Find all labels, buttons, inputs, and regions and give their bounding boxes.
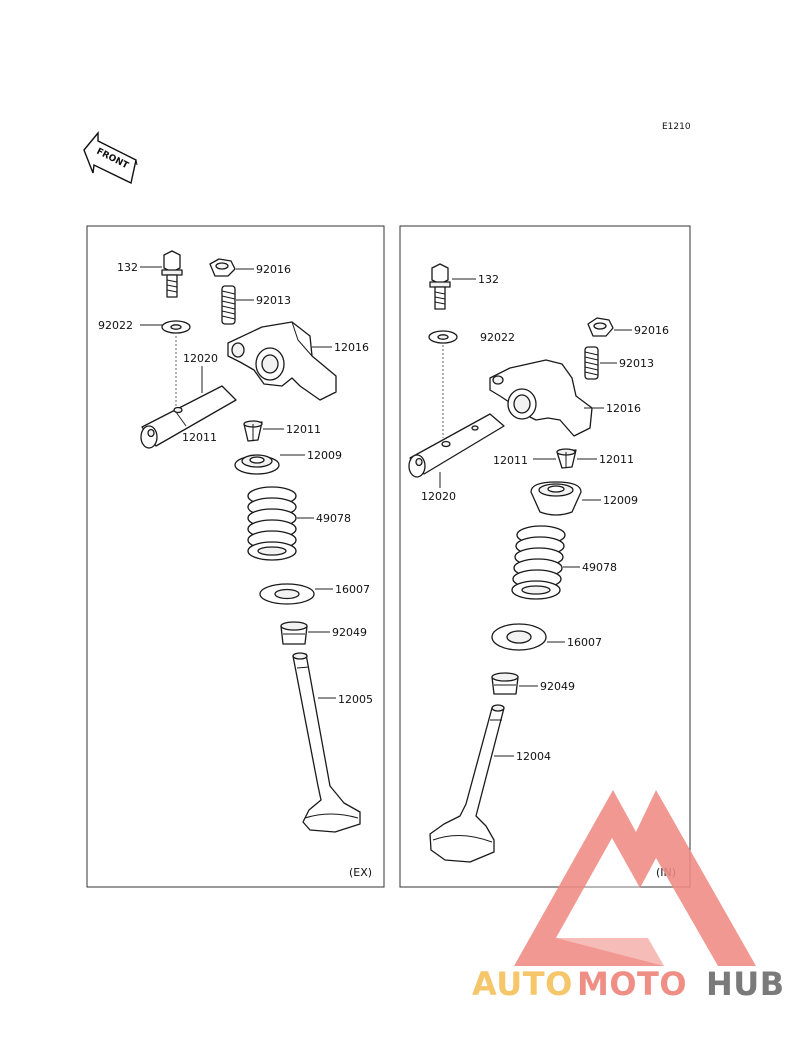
- in-nut: [587, 317, 614, 337]
- in-label-spring: 49078: [582, 561, 617, 574]
- ex-label-seat: 16007: [335, 583, 370, 596]
- exhaust-panel-frame: [86, 225, 385, 888]
- ex-label-rocker-arm: 12016: [334, 341, 369, 354]
- ex-rocker-shaft: [140, 385, 237, 449]
- ex-cotter: [243, 420, 263, 442]
- ex-label-retainer: 12009: [307, 449, 342, 462]
- ex-label-bolt: 132: [117, 261, 138, 274]
- ex-valve-spring: [247, 486, 297, 561]
- ex-label-shaft: 12020: [183, 352, 218, 365]
- intake-panel: 132 92022 92016 92013 12016: [399, 225, 691, 888]
- ex-spring-seat: [259, 583, 315, 605]
- ex-label-adjuster: 92013: [256, 294, 291, 307]
- in-label-adjuster: 92013: [619, 357, 654, 370]
- in-adjuster: [584, 346, 599, 380]
- in-label-cotter-right: 12011: [599, 453, 634, 466]
- in-rocker-arm: [489, 359, 593, 437]
- in-rocker-shaft: [408, 413, 505, 478]
- in-label-retainer: 12009: [603, 494, 638, 507]
- in-label-seat: 16007: [567, 636, 602, 649]
- in-label-washer: 92022: [480, 331, 515, 344]
- ex-bolt: [161, 250, 183, 298]
- brand-part-hub: HUB: [706, 965, 785, 1003]
- in-spring-seat: [491, 623, 547, 651]
- in-cotter: [556, 448, 577, 469]
- ex-label-nut: 92016: [256, 263, 291, 276]
- ex-panel-tag: (EX): [349, 866, 372, 879]
- in-label-rocker-arm: 12016: [606, 402, 641, 415]
- in-label-cotter-left: 12011: [493, 454, 528, 467]
- in-bolt: [429, 263, 451, 310]
- brand-wordmark: AUTO MOTO HUB: [472, 965, 785, 1003]
- ex-label-spring: 49078: [316, 512, 351, 525]
- in-retainer: [530, 481, 582, 516]
- front-arrow-icon: FRONT: [83, 131, 138, 185]
- ex-label-cotter: 12011: [286, 423, 321, 436]
- in-label-valve: 12004: [516, 750, 551, 763]
- ex-rocker-arm: [227, 321, 337, 401]
- in-label-shaft: 12020: [421, 490, 456, 503]
- in-label-nut: 92016: [634, 324, 669, 337]
- ex-retainer: [234, 454, 280, 475]
- ex-stem-seal: [280, 621, 308, 645]
- in-valve: [429, 704, 505, 863]
- ex-label-shaft-pin: 12011: [182, 431, 217, 444]
- in-valve-spring: [511, 525, 566, 600]
- logo-mark: [514, 790, 756, 966]
- exhaust-panel: 132 92016 92013 92022 1: [86, 225, 385, 888]
- ex-label-seal: 92049: [332, 626, 367, 639]
- in-label-seal: 92049: [540, 680, 575, 693]
- ex-label-valve: 12005: [338, 693, 373, 706]
- ex-washer: [161, 320, 191, 334]
- ex-label-washer: 92022: [98, 319, 133, 332]
- in-washer: [428, 330, 458, 344]
- in-stem-seal: [491, 672, 519, 695]
- brand-part-moto: MOTO: [577, 965, 687, 1003]
- intake-panel-frame: [399, 225, 691, 888]
- diagram-code: E1210: [662, 122, 691, 132]
- brand-logo-icon: [514, 790, 756, 966]
- ex-adjuster: [221, 285, 236, 325]
- brand-part-auto: AUTO: [472, 965, 573, 1003]
- ex-valve: [292, 652, 361, 833]
- in-label-bolt: 132: [478, 273, 499, 286]
- ex-nut: [209, 258, 236, 277]
